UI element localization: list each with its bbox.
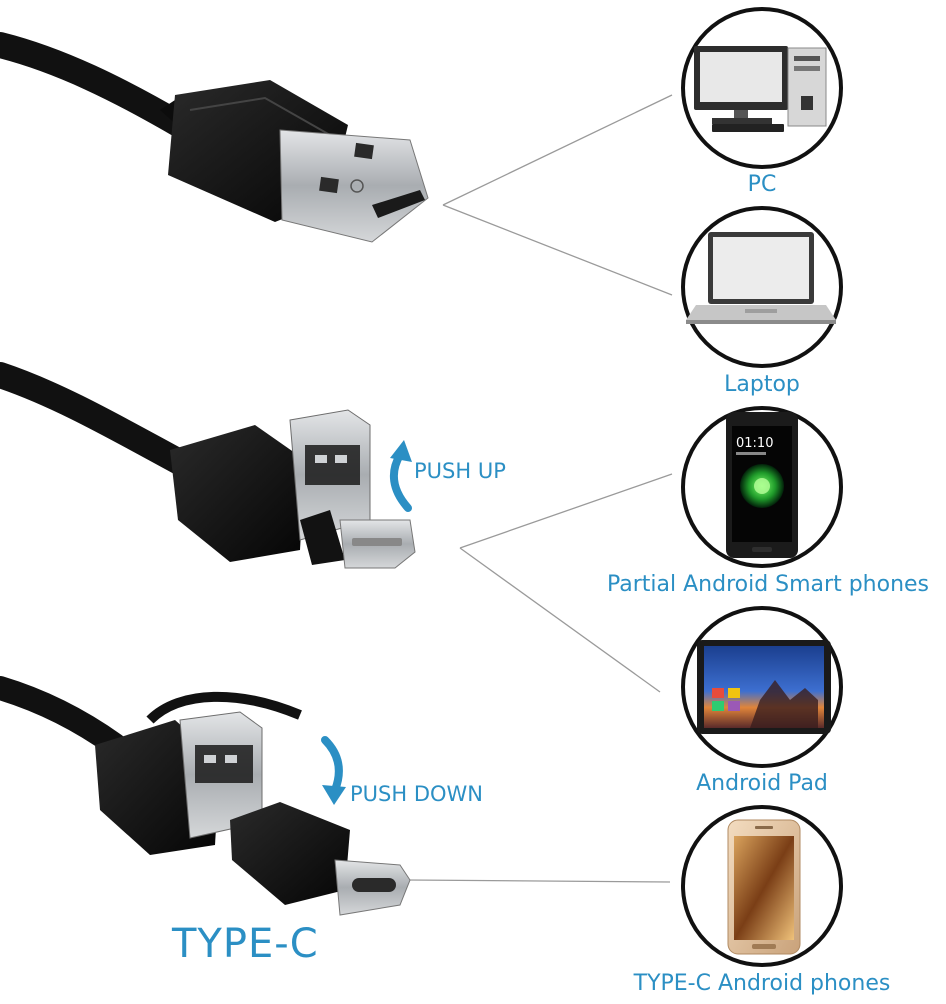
push-up-arrow — [389, 451, 412, 512]
micro-usb-connector — [0, 362, 416, 569]
pad-circle — [681, 606, 843, 768]
usb-a-connector — [0, 32, 429, 243]
device-label-laptop: Laptop — [724, 372, 800, 397]
push-up-arrowhead — [390, 440, 412, 462]
device-label-phone: Partial Android Smart phones — [606, 572, 930, 597]
phone-screen-time: 01:10 — [736, 436, 773, 451]
connector-lines — [407, 94, 673, 883]
device-label-typec-phone: TYPE-C Android phones — [633, 971, 891, 996]
type-c-label: TYPE-C — [172, 921, 319, 967]
laptop-circle — [681, 206, 843, 368]
android-phone-icon: 01:10 — [726, 412, 798, 558]
typec-phone-icon — [727, 819, 801, 955]
type-c-connector — [0, 676, 411, 916]
push-down-arrowhead — [322, 785, 346, 805]
pc-circle — [681, 7, 843, 169]
push-down-arrow — [321, 736, 343, 794]
desktop-pc-icon — [694, 46, 827, 132]
laptop-icon — [686, 232, 836, 324]
device-label-pad: Android Pad — [696, 771, 828, 796]
push-up-label: PUSH UP — [414, 459, 506, 483]
phone-circle: 01:10 — [681, 406, 843, 568]
typec-phone-circle — [681, 805, 843, 967]
push-down-label: PUSH DOWN — [350, 782, 484, 806]
device-label-pc: PC — [747, 172, 777, 197]
tablet-icon — [697, 640, 831, 734]
